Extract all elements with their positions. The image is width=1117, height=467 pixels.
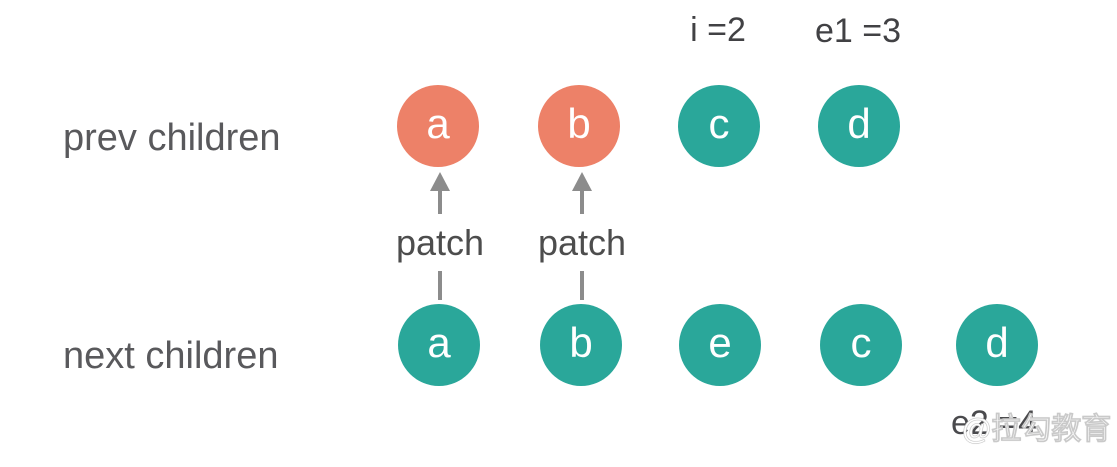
next-node-d: d: [956, 304, 1038, 386]
prev-node-c: c: [678, 85, 760, 167]
pointer-i-box: i =2: [658, 3, 778, 57]
next-children-label: next children: [63, 335, 279, 377]
patch-label-box-2: patch: [522, 214, 642, 271]
next-node-e-label: e: [708, 319, 732, 366]
prev-node-d: d: [818, 85, 900, 167]
patch-arrow-2-head-icon: [572, 172, 592, 191]
next-node-c-label: c: [850, 319, 872, 366]
prev-node-a-label: a: [426, 100, 450, 147]
patch-label-box-1: patch: [380, 214, 500, 271]
patch-arrow-1-head-icon: [430, 172, 450, 191]
pointer-e1-label: e1 =3: [815, 12, 902, 50]
next-node-b-label: b: [569, 319, 593, 366]
prev-children-label: prev children: [63, 117, 281, 159]
prev-node-c-label: c: [708, 100, 730, 147]
next-node-c: c: [820, 304, 902, 386]
prev-node-a: a: [397, 85, 479, 167]
watermark-label: @拉勾教育: [962, 413, 1112, 447]
next-node-d-label: d: [985, 319, 1009, 366]
patch-label-2: patch: [537, 221, 627, 263]
pointer-i-label: i =2: [690, 10, 746, 49]
pointer-e2-label: e2 =4: [951, 404, 1038, 442]
next-node-a-label: a: [427, 319, 451, 366]
next-node-b: b: [540, 304, 622, 386]
next-node-e: e: [679, 304, 761, 386]
prev-node-d-label: d: [847, 100, 871, 147]
prev-node-b: b: [538, 85, 620, 167]
patch-label-1: patch: [395, 221, 485, 263]
next-node-a: a: [398, 304, 480, 386]
prev-node-b-label: b: [567, 100, 591, 147]
